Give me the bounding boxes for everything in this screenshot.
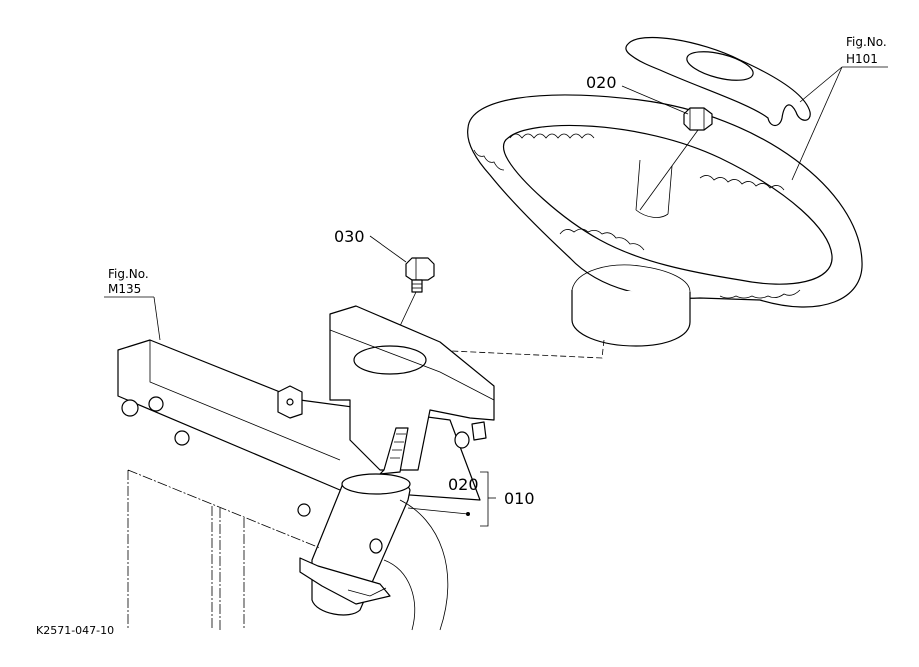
svg-text:M135: M135 bbox=[108, 282, 141, 296]
dash-panel bbox=[127, 469, 321, 630]
callout-bolt-030: 030 bbox=[334, 227, 365, 246]
center-axis bbox=[639, 129, 699, 211]
callout-assembly-010: 010 bbox=[504, 489, 535, 508]
nut-020 bbox=[683, 107, 713, 131]
steering-wheel bbox=[467, 94, 863, 347]
svg-text:Fig.No.: Fig.No. bbox=[846, 35, 887, 49]
column-callouts bbox=[407, 471, 496, 527]
steering-column bbox=[299, 427, 449, 631]
assembly-line bbox=[429, 339, 605, 359]
column-bracket bbox=[329, 305, 495, 471]
callout-nut-020: 020 bbox=[586, 73, 617, 92]
bolt-030 bbox=[405, 257, 435, 293]
leader-nut bbox=[621, 85, 689, 115]
svg-text:Fig.No.: Fig.No. bbox=[108, 267, 149, 281]
fig-ref-m135: Fig.No. M135 bbox=[104, 267, 161, 341]
svg-text:H101: H101 bbox=[846, 52, 878, 66]
callout-shaft-nut-020: 020 bbox=[448, 475, 479, 494]
leader-bolt bbox=[369, 235, 407, 263]
fig-ref-h101: Fig.No. H101 bbox=[791, 35, 888, 181]
drawing-code: K2571-047-10 bbox=[36, 624, 114, 637]
wheel-cover bbox=[625, 36, 811, 127]
